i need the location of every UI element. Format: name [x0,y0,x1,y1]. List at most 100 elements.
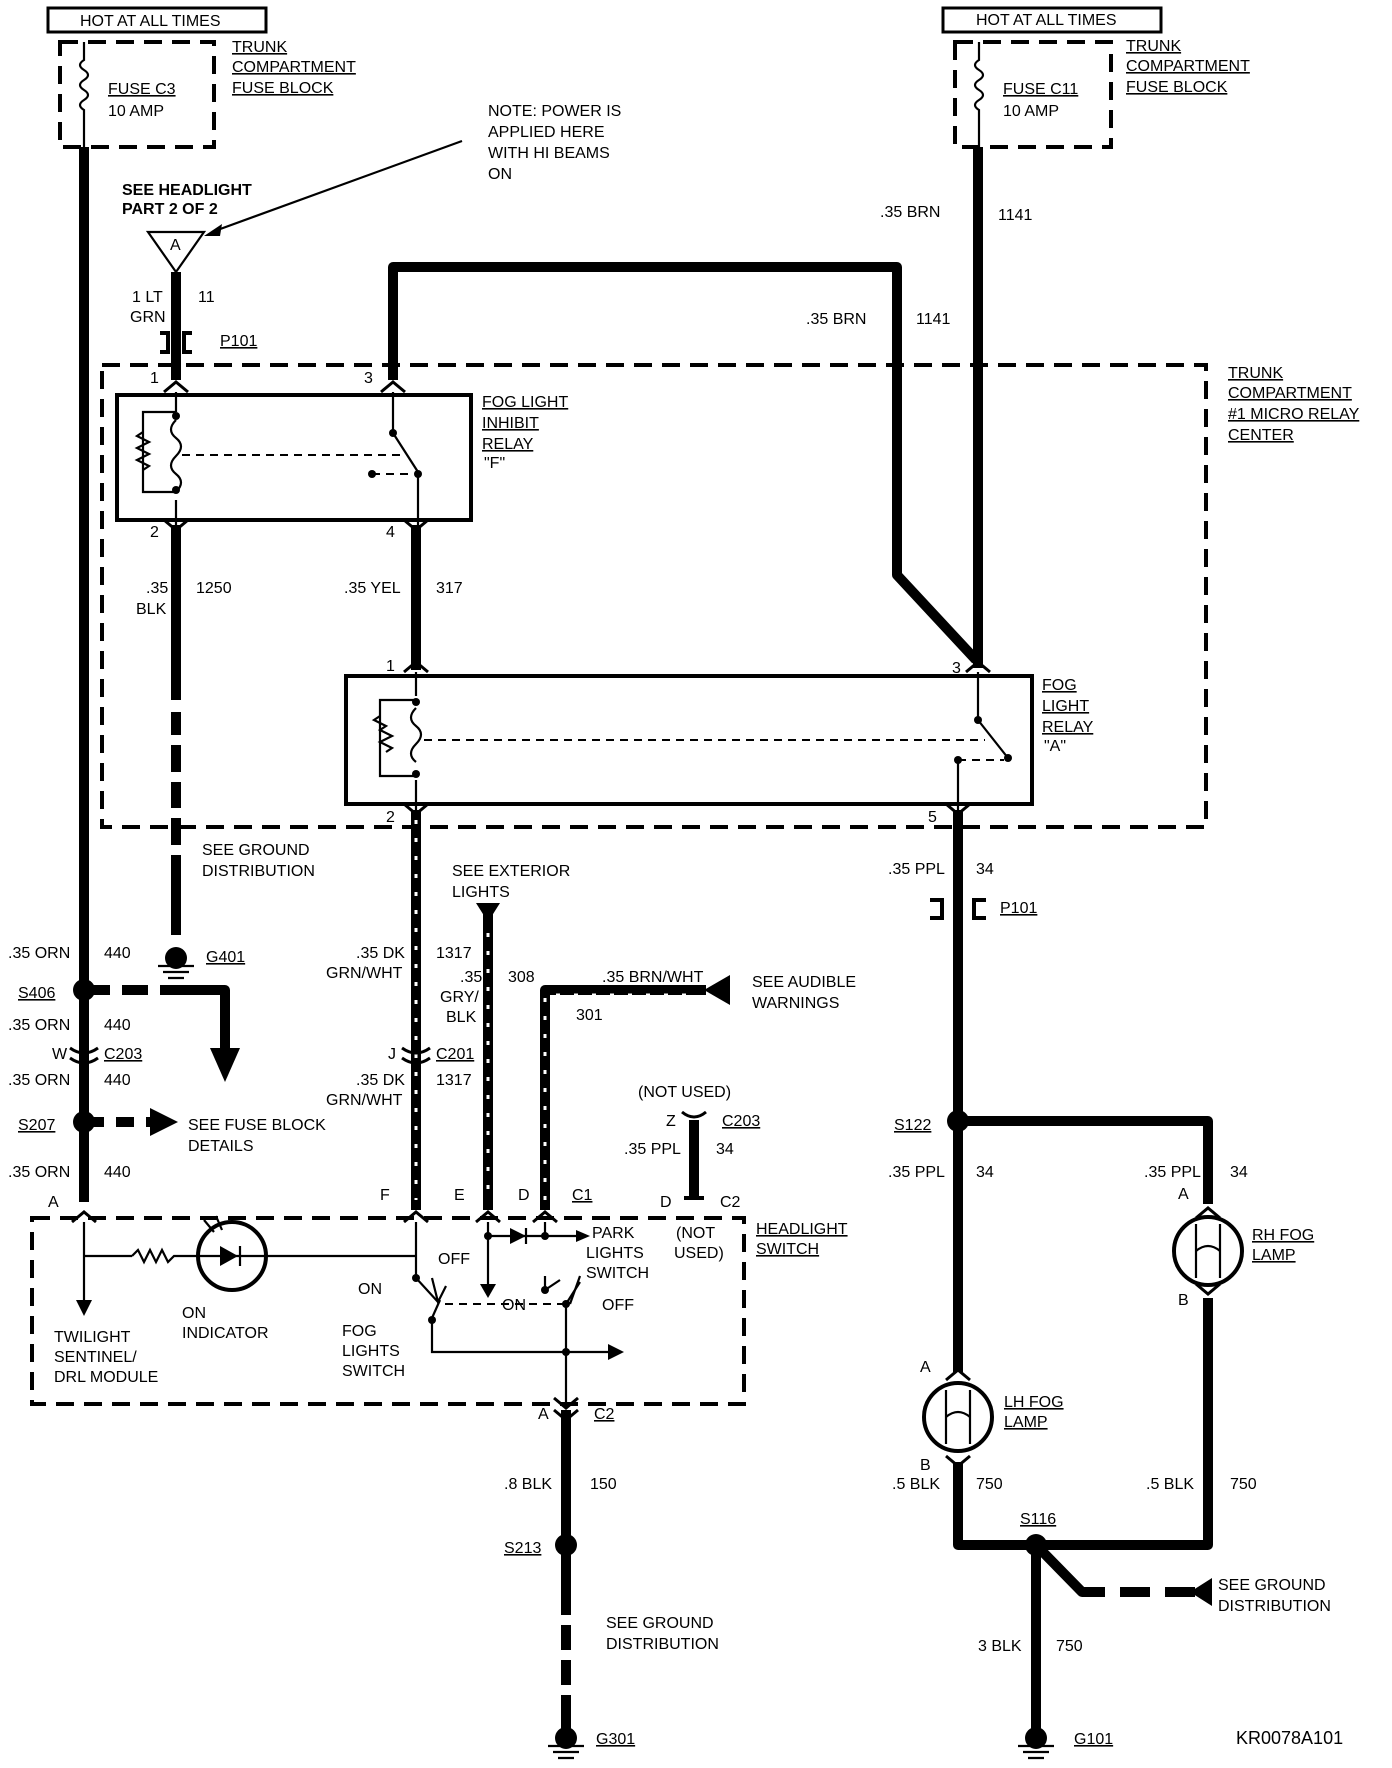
fog-light-relay: 1 3 2 5 FOG LIGHT RELAY "A" [344,658,1094,826]
fog-relay-line-1: FOG [1042,677,1077,694]
w34-top-a: .35 PPL [888,861,945,878]
w1317-1a: .35 DK [356,945,405,962]
fuse-block-arrow-down [210,1048,240,1082]
s116-label: S116 [1020,1511,1056,1528]
w34-c203-a: .35 PPL [624,1141,681,1158]
park-switch-line-2: LIGHTS [586,1245,644,1262]
exterior-lights-arrow [476,903,500,922]
ground-g301: G301 [548,1727,635,1760]
w1317-2c: 1317 [436,1072,472,1089]
w1317-2b: GRN/WHT [326,1092,403,1109]
w301-a: .35 BRN/WHT [602,969,704,986]
fog-switch-line-2: LIGHTS [342,1343,400,1360]
s207-label: S207 [18,1117,55,1134]
s406-label: S406 [18,985,55,1002]
w750-g-b: 750 [1056,1638,1083,1655]
audible-warnings-arrow [704,975,730,1005]
c203-z-label: C203 [722,1113,760,1130]
headlight-switch: HEADLIGHT SWITCH A F E D C1 D C2 [30,1187,848,1410]
fuse-c3-block: HOT AT ALL TIMES FUSE C3 10 AMP TRUNK CO… [46,6,356,149]
lh-lamp-line-1: LH FOG [1004,1394,1064,1411]
audible-warnings-line-2: WARNINGS [752,995,839,1012]
relay-f-pin-4: 4 [386,524,395,541]
fog-relay-pin-1: 1 [386,658,395,675]
c2-label: C2 [594,1406,615,1423]
micro-relay-center: TRUNK COMPARTMENT #1 MICRO RELAY CENTER [100,363,1360,829]
s122-label: S122 [894,1117,931,1134]
park-switch-line-1: PARK [592,1225,635,1242]
note-line-4: ON [488,166,512,183]
fuse-c3-rating: 10 AMP [108,103,164,120]
fuse-c11-block: HOT AT ALL TIMES FUSE C11 10 AMP TRUNK C… [941,6,1250,149]
w1141-mid-a: .35 BRN [806,311,866,328]
twilight-line-2: SENTINEL/ [54,1349,137,1366]
fog-relay-pin-3: 3 [952,660,961,677]
connector-c2: A C2 [538,1406,615,1423]
relay-f-pin-1: 1 [150,370,159,387]
w308-a: .35 [460,969,482,986]
fog-relay-line-2: LIGHT [1042,698,1089,715]
fuse-c3-location-2: COMPARTMENT [232,59,356,76]
fuse-c11-location-2: COMPARTMENT [1126,58,1250,75]
fuse-block-details-line-2: DETAILS [188,1138,254,1155]
fog-relay-line-3: RELAY [1042,719,1094,736]
lh-lamp-pin-a: A [920,1359,931,1376]
c203-z-pin: Z [666,1113,676,1130]
w440-1b: 440 [104,945,131,962]
fuse-block-details-line-1: SEE FUSE BLOCK [188,1117,326,1134]
not-used-top: (NOT USED) [638,1084,731,1101]
lh-fog-lamp: A B LH FOG LAMP [920,1359,1064,1474]
splice-s207 [73,1111,95,1133]
on-indicator-line-2: INDICATOR [182,1325,269,1342]
w1317-2a: .35 DK [356,1072,405,1089]
park-switch-line-3: SWITCH [586,1265,649,1282]
w1250-c: 1250 [196,580,232,597]
p101-right-label: P101 [1000,900,1037,917]
relay-center-line-4: CENTER [1228,427,1294,444]
w1317-1b: GRN/WHT [326,965,403,982]
w34-s122-a: .35 PPL [888,1164,945,1181]
wire-labels: 1 LT GRN 11 .35 BRN 1141 .35 BRN 1141 .3… [8,204,1257,1655]
w308-d: 308 [508,969,535,986]
ground-symbols: G401 G301 G101 [158,947,1113,1760]
connector-a-label: A [170,237,181,254]
exterior-lights-line-1: SEE EXTERIOR [452,863,570,880]
off-label-1: OFF [438,1251,470,1268]
c2-pin-a: A [538,1406,549,1423]
off-label-2: OFF [602,1297,634,1314]
relay-center-line-2: COMPARTMENT [1228,385,1352,402]
fuse-block-arrow-right [150,1108,178,1136]
fog-relay-pin-5: 5 [928,809,937,826]
ground-dist-2-line-1: SEE GROUND [606,1615,714,1632]
w750-r-b: 750 [1230,1476,1257,1493]
w34-s122-b: 34 [976,1164,994,1181]
exterior-lights-line-2: LIGHTS [452,884,510,901]
fog-light-inhibit-relay: 1 3 2 4 FOG LIGHT INHIBIT RELAY "F" [115,370,568,541]
w750-l-b: 750 [976,1476,1003,1493]
fuse-c11-location-1: TRUNK [1126,38,1181,55]
fuse-c3-name: FUSE C3 [108,81,176,98]
splice-s116 [1025,1534,1047,1556]
rh-lamp-line-2: LAMP [1252,1247,1296,1264]
rh-lamp-pin-b: B [1178,1292,1189,1309]
ground-dist-arrow [1190,1578,1212,1606]
rh-lamp-pin-a: A [1178,1186,1189,1203]
ground-dist-3-line-2: DISTRIBUTION [1218,1598,1331,1615]
hs-pin-f: F [380,1187,390,1204]
fog-switch-line-3: SWITCH [342,1363,405,1380]
splice-s213 [555,1534,577,1556]
hot-at-all-times-label-left: HOT AT ALL TIMES [80,13,221,30]
ground-dist-1-line-2: DISTRIBUTION [202,863,315,880]
w317-b: 317 [436,580,463,597]
see-headlight-reference: SEE HEADLIGHT PART 2 OF 2 A [122,182,252,274]
w34-top-b: 34 [976,861,994,878]
w750-l-a: .5 BLK [892,1476,940,1493]
ground-dist-1-line-1: SEE GROUND [202,842,310,859]
splice-points: S406 S207 S122 S213 S116 [18,979,1056,1557]
power-note: NOTE: POWER IS APPLIED HERE WITH HI BEAM… [204,103,621,236]
see-headlight-line-1: SEE HEADLIGHT [122,182,252,199]
hot-at-all-times-label-right: HOT AT ALL TIMES [976,12,1117,29]
fog-relay-pin-2: 2 [386,809,395,826]
w1141-top-a: .35 BRN [880,204,940,221]
w440-4a: .35 ORN [8,1164,70,1181]
